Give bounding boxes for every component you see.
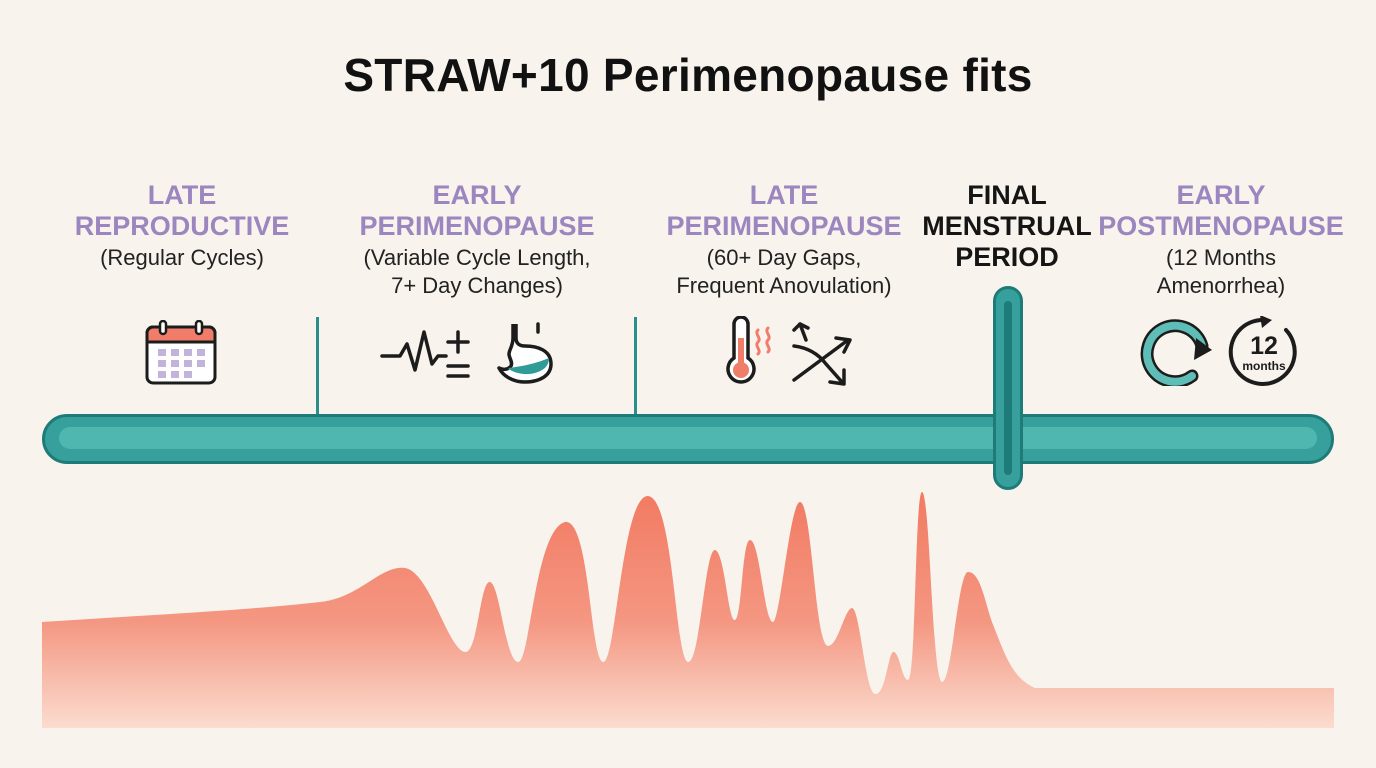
hormone-fluctuation-wave: [42, 492, 1334, 728]
final-menstrual-period-marker: [993, 286, 1023, 490]
stage-name-line: LATE: [749, 180, 819, 210]
stage-early-perimenopause: EARLY PERIMENOPAUSE (Variable Cycle Leng…: [359, 180, 594, 300]
page-title: STRAW+10 Perimenopause fits: [343, 49, 1033, 101]
thermometer-heat-icon: [726, 316, 771, 384]
stage-final-menstrual-period: FINAL MENSTRUAL PERIOD: [922, 180, 1092, 273]
stage-name-line: FINAL: [967, 180, 1047, 210]
stage-name-line: POSTMENOPAUSE: [1098, 211, 1344, 241]
timeline-bar-highlight: [59, 427, 1317, 449]
stomach-icon: [497, 322, 553, 384]
stage-name-line: PERIMENOPAUSE: [666, 211, 902, 241]
timeline-bar: [42, 414, 1334, 464]
stage-early-postmenopause: EARLY POSTMENOPAUSE (12 Months Amenorrhe…: [1098, 180, 1344, 300]
calendar-icon: [145, 320, 217, 385]
stage-late-perimenopause: LATE PERIMENOPAUSE (60+ Day Gaps, Freque…: [666, 180, 901, 300]
stage-divider: [316, 317, 319, 415]
stage-name-line: PERIOD: [955, 242, 1059, 272]
clock-unit: months: [1242, 359, 1286, 373]
stage-name-line: EARLY: [432, 180, 522, 210]
shuffle-arrows-icon: [792, 322, 852, 386]
stage-name-line: REPRODUCTIVE: [74, 211, 290, 241]
heartbeat-plus-minus-icon: [380, 330, 470, 378]
stage-divider: [634, 317, 637, 415]
stage-name-line: EARLY: [1176, 180, 1266, 210]
stage-description: (60+ Day Gaps,: [706, 245, 862, 270]
stage-description: Frequent Anovulation): [676, 273, 892, 298]
clock-number: 12: [1250, 332, 1278, 360]
stage-name-line: LATE: [147, 180, 217, 210]
stage-description: 7+ Day Changes): [391, 273, 563, 298]
stage-late-reproductive: LATE REPRODUCTIVE (Regular Cycles): [75, 180, 290, 272]
stage-name-line: PERIMENOPAUSE: [359, 211, 595, 241]
stage-description: (12 Months: [1165, 245, 1277, 270]
stage-name-line: MENSTRUAL: [922, 211, 1092, 241]
stage-description: Amenorrhea): [1156, 273, 1286, 298]
twelve-months-clock-icon: 12 months: [1228, 316, 1297, 386]
stage-description: (Regular Cycles): [100, 245, 264, 270]
cycle-arrow-icon: [1140, 319, 1212, 386]
marker-core: [1004, 301, 1012, 475]
stage-description: (Variable Cycle Length,: [363, 245, 591, 270]
